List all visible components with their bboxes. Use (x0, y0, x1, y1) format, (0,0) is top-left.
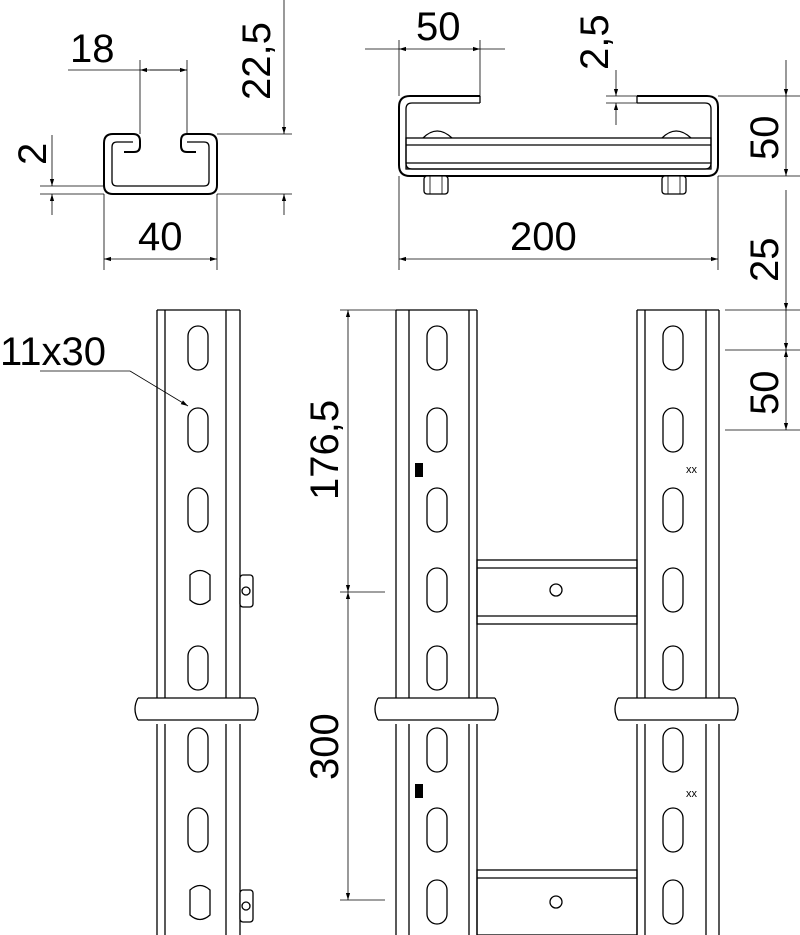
slot-hole (662, 879, 684, 925)
slot-hole (662, 567, 684, 613)
side-rail-bolt (189, 884, 254, 923)
slot-hole (662, 645, 684, 691)
dim-profile-slot: 18 (70, 27, 115, 71)
slot-hole (187, 727, 209, 773)
dim-profile-wall: 2 (11, 143, 55, 165)
profile-lip-left (124, 133, 141, 153)
ladder-rung (476, 869, 638, 935)
slot-hole (426, 879, 448, 925)
top-bracket-outline (398, 95, 719, 177)
dim-profile-height: 22,5 (235, 22, 279, 100)
ladder-front-view: xx xx 176,5 300 (303, 309, 739, 935)
slot-hole (662, 325, 684, 371)
slot-hole (426, 807, 448, 853)
slot-hole (187, 807, 209, 853)
slot-hole (426, 727, 448, 773)
dim-profile-width: 40 (138, 215, 183, 259)
slot-hole (662, 487, 684, 533)
slot-hole (187, 645, 209, 691)
profile-outline (103, 133, 218, 195)
ladder-rung (476, 559, 638, 625)
rail-marker (415, 463, 423, 477)
slot-hole (426, 407, 448, 453)
rail-marker (415, 784, 423, 798)
slot-hole (662, 807, 684, 853)
slot-hole (187, 487, 209, 533)
dim-slot-offset: 25 (743, 238, 787, 283)
side-rail-bolt (189, 569, 254, 608)
profile-lip-right (180, 133, 196, 153)
slot-hole (426, 487, 448, 533)
top-view: 50 2,5 50 200 (365, 5, 800, 270)
dim-first-rung: 176,5 (303, 400, 347, 500)
slot-hole (662, 727, 684, 773)
slot-hole (187, 325, 209, 371)
slot-hole (662, 407, 684, 453)
dim-top-flange: 50 (416, 5, 461, 49)
dim-slot-pitch: 50 (743, 371, 787, 416)
slot-dimensions: 25 50 (725, 190, 800, 431)
dim-top-height: 50 (743, 116, 787, 161)
side-rail-view: 11x30 (0, 309, 259, 935)
profile-cross-section: 18 22,5 2 40 (11, 0, 292, 270)
dim-top-gap: 2,5 (573, 14, 617, 70)
slot-hole (426, 567, 448, 613)
slot-hole (426, 325, 448, 371)
profile-inner-outline (111, 141, 210, 187)
dim-slot-size: 11x30 (0, 330, 106, 374)
dim-rung-pitch: 300 (303, 713, 347, 780)
dim-overall-width: 200 (510, 215, 577, 259)
rail-mark-label: xx (686, 788, 698, 800)
slot-hole (426, 645, 448, 691)
slot-hole (187, 407, 209, 453)
rail-mark-label: xx (686, 464, 698, 476)
